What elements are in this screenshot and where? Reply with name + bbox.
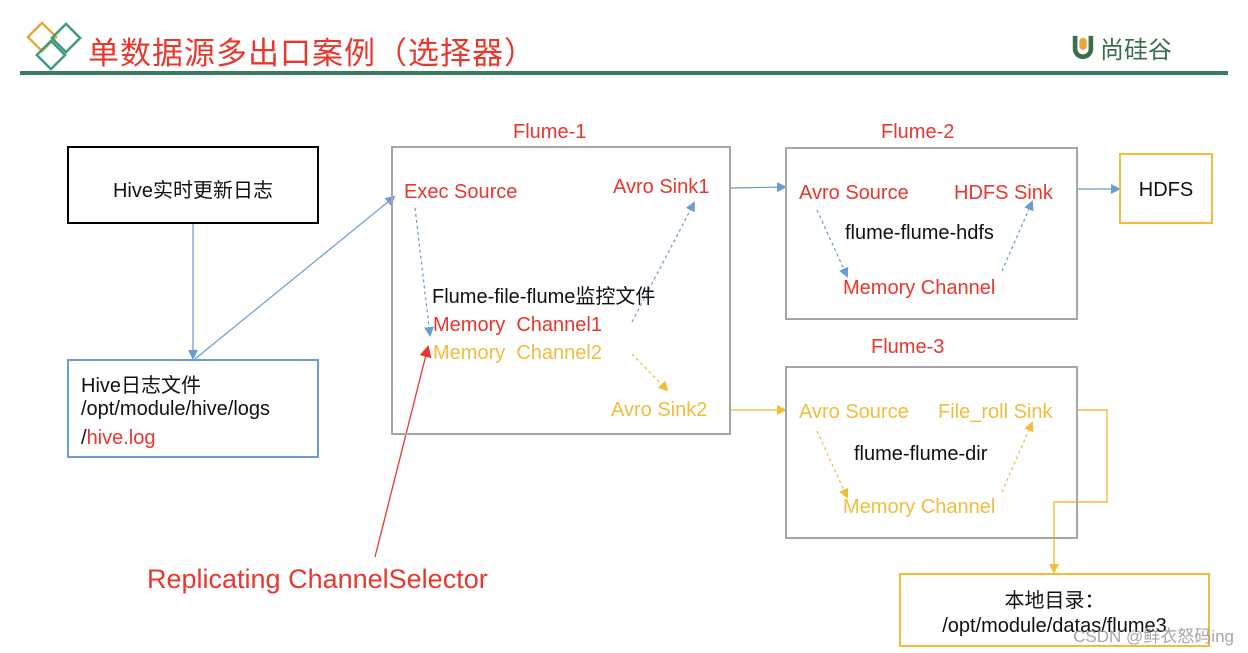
flume2-box: [785, 147, 1078, 320]
brand-name: 尚硅谷: [1100, 35, 1172, 64]
header-divider: [20, 71, 1228, 75]
flume2-memory-channel: Memory Channel: [843, 277, 996, 299]
arrow-channel2-to-sink2: [631, 353, 669, 392]
local-dir-path: /opt/module/datas/flume3: [942, 615, 1167, 637]
flume1-memory-channel1: Memory Channel1: [433, 314, 602, 337]
channel1-word-memory: Memory: [433, 314, 506, 336]
channel2-word-memory: Memory: [433, 342, 506, 364]
local-dir-box: 本地目录： /opt/module/datas/flume3: [899, 573, 1210, 647]
page-title: 单数据源多出口案例（选择器）: [88, 36, 536, 71]
flume2-title: Flume-2: [881, 121, 955, 143]
flume3-description: flume-flume-dir: [854, 443, 988, 465]
hive-log-slash: /: [81, 427, 87, 449]
flume1-exec-source: Exec Source: [404, 181, 518, 203]
brand-logo: 尚硅谷: [1070, 30, 1172, 64]
hive-source-box: Hive实时更新日志: [67, 146, 319, 224]
flume1-box: [391, 146, 731, 435]
flume3-fileroll-sink: File_roll Sink: [938, 401, 1053, 423]
arrow-flume3-channel-to-sink: [1001, 421, 1034, 493]
hdfs-box: HDFS: [1119, 153, 1213, 224]
arrow-selector-to-channels: [374, 345, 432, 558]
flume3-memory-channel: Memory Channel: [843, 496, 996, 518]
flume3-title: Flume-3: [871, 336, 945, 358]
watermark: CSDN @鲜衣怒码ing: [1073, 627, 1234, 646]
hdfs-label: HDFS: [1138, 179, 1194, 201]
arrow-fileroll-to-local-dir: [1049, 409, 1108, 574]
diamonds-icon: [26, 21, 82, 71]
flume1-memory-channel2: Memory Channel2: [433, 342, 602, 365]
flume1-avro-sink2: Avro Sink2: [611, 399, 708, 421]
replicating-selector-label: Replicating ChannelSelector: [147, 564, 488, 594]
hive-log-filename: hive.log: [86, 427, 156, 449]
flume2-hdfs-sink: HDFS Sink: [954, 182, 1053, 204]
arrow-flume3-source-to-channel: [816, 430, 849, 499]
arrow-logfile-to-exec: [194, 195, 396, 360]
channel1-word-channel: Channel1: [516, 314, 602, 336]
flume3-avro-source: Avro Source: [799, 401, 909, 423]
channel2-word-channel: Channel2: [516, 342, 602, 364]
flume3-box: [785, 366, 1078, 539]
u-logo-icon: [1072, 35, 1094, 60]
flume2-description: flume-flume-hdfs: [845, 222, 994, 244]
flume1-avro-sink1: Avro Sink1: [613, 176, 710, 198]
hive-log-file: /hive.log: [81, 427, 156, 450]
hive-source-label: Hive实时更新日志: [112, 180, 273, 202]
arrow-channel1-to-sink1: [631, 201, 695, 323]
arrow-sink1-to-flume2: [730, 182, 787, 193]
flume1-description: Flume-file-flume监控文件: [432, 286, 656, 308]
flume2-avro-source: Avro Source: [799, 182, 909, 204]
arrow-flume2-channel-to-sink: [1001, 200, 1034, 272]
hive-log-dir: /opt/module/hive/logs: [81, 398, 271, 420]
hive-log-box: Hive日志文件 /opt/module/hive/logs /hive.log: [67, 359, 319, 458]
flume1-title: Flume-1: [513, 121, 587, 143]
arrow-flume2-source-to-channel: [816, 209, 849, 278]
local-dir-label: 本地目录：: [1004, 590, 1105, 612]
hive-log-title: Hive日志文件: [81, 375, 202, 397]
